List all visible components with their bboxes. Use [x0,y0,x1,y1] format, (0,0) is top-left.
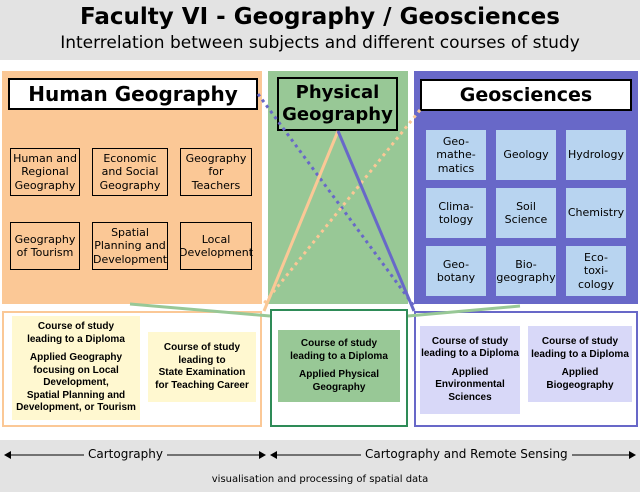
visualisation-label: visualisation and processing of spatial … [211,474,429,485]
subject-economic-social: Economic and Social Geography [92,148,168,196]
line-geo-to-physical-courses [407,304,521,318]
geo-courses-frame [414,311,638,427]
course-environmental-sciences-body: Applied Environmental Sciences [435,366,505,403]
human-courses-frame [2,311,262,427]
page-title: Faculty VI - Geography / Geosciences [80,4,560,30]
page-subtitle: Interrelation between subjects and diffe… [60,33,580,53]
subject-soil-science: Soil Science [496,188,556,238]
subject-tourism: Geography of Tourism [10,222,80,270]
course-applied-biogeography-head: Course of study leading to a Diploma [531,336,629,360]
arrow-right-icon [259,451,266,459]
subject-climatology: Clima- tology [426,188,486,238]
course-applied-physical-geography: Course of study leading to a Diploma App… [278,330,400,402]
subject-geomathematics: Geo- mathe- matics [426,130,486,180]
course-applied-geography: Course of study leading to a Diploma App… [12,316,140,420]
line-human-to-physical-courses [129,302,271,318]
arrow-right-icon [629,451,636,459]
subject-chemistry: Chemistry [566,188,626,238]
subject-local-development: Local Development [179,222,253,270]
line-human-to-geo-courses [256,93,416,307]
physical-geography-heading: Physical Geography [277,77,398,131]
cartography-label: Cartography [84,447,167,461]
course-environmental-sciences-head: Course of study leading to a Diploma [421,335,519,360]
subject-geography-teachers: Geography for Teachers [180,148,252,196]
arrow-left-icon [270,451,277,459]
subject-geobotany: Geo- botany [426,246,486,296]
geosciences-heading: Geosciences [420,79,632,111]
course-applied-geography-body: Applied Geography focusing on Local Deve… [16,352,136,414]
line-physical-to-human-courses [262,130,340,312]
course-applied-biogeography: Course of study leading to a Diploma App… [528,326,632,402]
subject-hydrology: Hydrology [566,130,626,180]
line-physical-to-geo-courses [336,130,416,312]
subject-ecotoxicology: Eco- toxi- cology [566,246,626,296]
title-bar: Faculty VI - Geography / Geosciences Int… [0,0,640,60]
subject-biogeography: Bio- geography [496,246,556,296]
course-teaching-career-head: Course of study leading to State Examina… [155,342,249,391]
subject-geology: Geology [496,130,556,180]
course-applied-geography-head: Course of study leading to a Diploma [27,321,125,345]
subject-spatial-planning: Spatial Planning and Development [92,222,168,270]
subject-human-regional: Human and Regional Geography [10,148,80,196]
physical-courses-frame [270,309,408,427]
course-environmental-sciences: Course of study leading to a Diploma App… [420,326,520,414]
arrow-left-icon [4,451,11,459]
course-applied-physical-geography-head: Course of study leading to a Diploma [290,338,388,362]
remote-sensing-label: Cartography and Remote Sensing [361,447,572,461]
human-geography-heading: Human Geography [8,78,258,110]
course-teaching-career: Course of study leading to State Examina… [148,332,256,402]
course-applied-physical-geography-body: Applied Physical Geography [298,369,380,393]
course-applied-biogeography-body: Applied Biogeography [546,367,614,391]
